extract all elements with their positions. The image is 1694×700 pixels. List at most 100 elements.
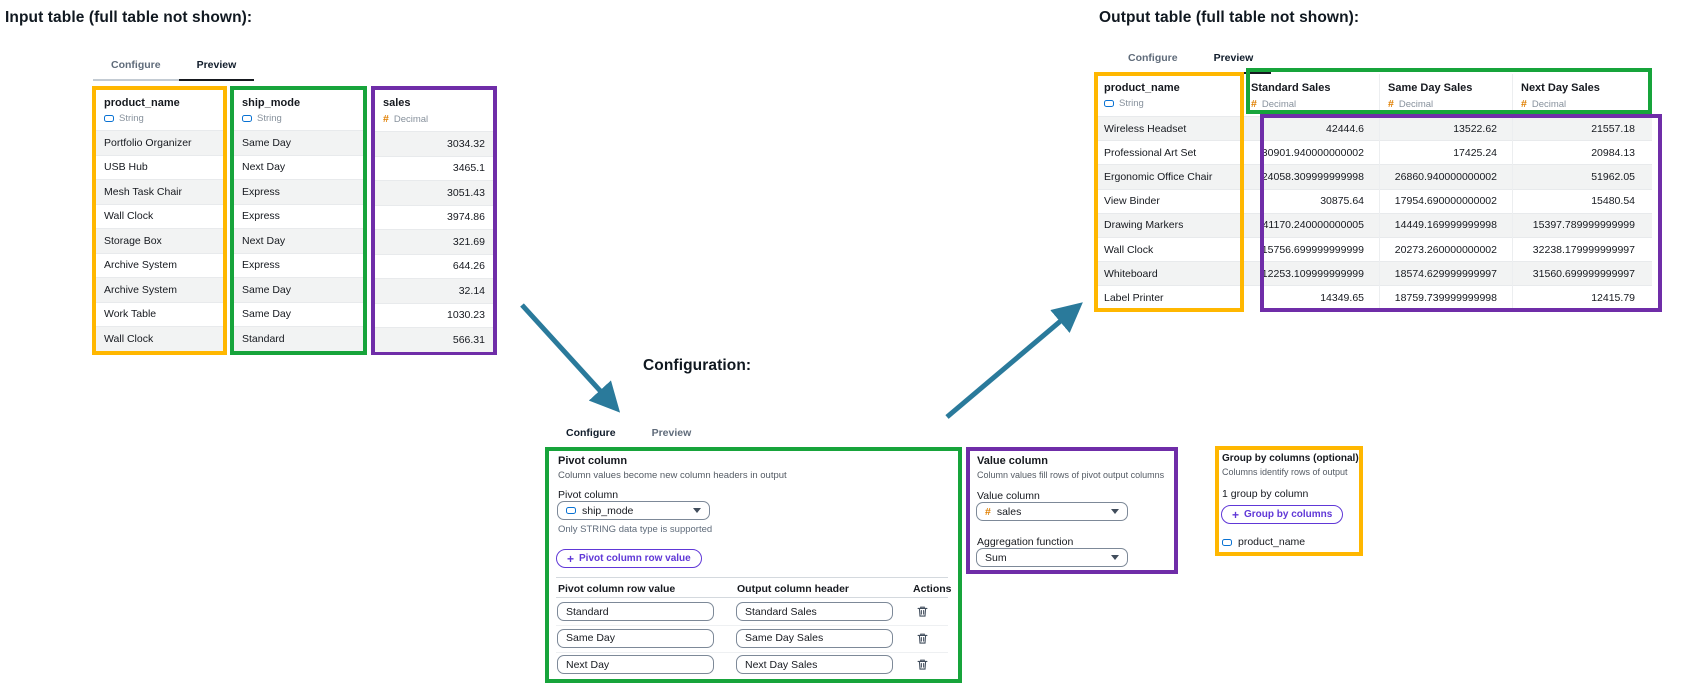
- column-header: sales Decimal: [375, 90, 493, 131]
- table-cell: Express: [234, 179, 363, 204]
- table-cell: Express: [234, 203, 363, 229]
- input-column-sales: sales Decimal 3034.32 3465.1 3051.43 397…: [371, 86, 497, 355]
- column-name: ship_mode: [242, 97, 301, 109]
- table-cell: 12253.109999999999: [1243, 261, 1379, 286]
- table-cell: Standard: [234, 326, 363, 351]
- trash-icon: [917, 606, 928, 617]
- add-pivot-row-button[interactable]: Pivot column row value: [556, 549, 702, 568]
- table-cell: 3974.86: [375, 204, 493, 230]
- input-column-product-name: product_name String Portfolio Organizer …: [92, 86, 227, 355]
- aggregation-function-select[interactable]: Sum: [976, 548, 1128, 567]
- table-cell: 41170.240000000005: [1243, 212, 1379, 237]
- table-cell: 3051.43: [375, 180, 493, 205]
- table-cell: Whiteboard: [1096, 261, 1242, 286]
- table-cell: Next Day: [234, 228, 363, 253]
- table-cell: Wireless Headset: [1096, 116, 1242, 141]
- output-column-same-day-sales: Same Day Sales Decimal 13522.62 17425.24…: [1379, 74, 1512, 310]
- table-cell: View Binder: [1096, 188, 1242, 213]
- tab-configure[interactable]: Configure: [548, 420, 634, 449]
- arrow-input-to-config: [520, 303, 621, 413]
- column-header-output-header: Output column header: [737, 583, 850, 595]
- table-cell: Label Printer: [1096, 285, 1242, 309]
- add-group-by-button[interactable]: Group by columns: [1221, 505, 1344, 524]
- group-by-column-chip: product_name: [1222, 536, 1305, 548]
- table-cell: 17954.690000000002: [1380, 188, 1512, 213]
- table-cell: 51962.05: [1513, 164, 1652, 189]
- table-cell: 644.26: [375, 253, 493, 279]
- table-cell: Archive System: [96, 252, 223, 278]
- table-cell: Drawing Markers: [1096, 212, 1242, 237]
- column-name: product_name: [104, 97, 180, 109]
- table-cell: Same Day: [234, 277, 363, 302]
- tab-preview[interactable]: Preview: [633, 420, 710, 449]
- row-divider: [556, 652, 948, 653]
- table-cell: 20273.260000000002: [1380, 236, 1512, 261]
- tab-configure[interactable]: Configure: [1110, 45, 1196, 74]
- delete-row-button[interactable]: [916, 632, 929, 645]
- delete-row-button[interactable]: [916, 605, 929, 618]
- chevron-down-icon: [1111, 555, 1119, 560]
- pivot-column-select[interactable]: ship_mode: [557, 501, 710, 520]
- decimal-type-icon: [985, 506, 991, 518]
- button-label: Pivot column row value: [579, 553, 691, 564]
- table-cell: Work Table: [96, 301, 223, 327]
- column-type-label: Decimal: [1398, 98, 1434, 110]
- value-column-select[interactable]: sales: [976, 502, 1128, 521]
- output-header-input[interactable]: [736, 602, 893, 621]
- table-cell: Express: [234, 252, 363, 278]
- table-cell: 17425.24: [1380, 140, 1512, 164]
- pivot-row-value-input[interactable]: [557, 628, 714, 648]
- column-type-label: Decimal: [1531, 98, 1567, 110]
- pivot-section-description: Column values become new column headers …: [558, 470, 787, 481]
- divider: [556, 597, 948, 598]
- table-cell: Wall Clock: [96, 203, 223, 229]
- divider: [556, 577, 948, 578]
- pivot-row-value-input[interactable]: [557, 602, 714, 621]
- table-cell: 321.69: [375, 229, 493, 254]
- value-column-label: Value column: [977, 490, 1040, 502]
- pivot-helper-text: Only STRING data type is supported: [558, 524, 713, 535]
- table-cell: Storage Box: [96, 228, 223, 253]
- decimal-type-icon: [1388, 98, 1394, 110]
- tab-configure[interactable]: Configure: [93, 52, 179, 81]
- column-cells: Portfolio Organizer USB Hub Mesh Task Ch…: [96, 130, 223, 351]
- selected-value: Sum: [985, 551, 1007, 564]
- plus-icon: [1232, 508, 1239, 522]
- table-cell: Professional Art Set: [1096, 140, 1242, 164]
- table-cell: 26860.940000000002: [1380, 164, 1512, 189]
- group-by-section: [1215, 446, 1363, 556]
- column-name: sales: [383, 97, 411, 109]
- table-cell: Same Day: [234, 301, 363, 327]
- table-cell: 18574.629999999997: [1380, 261, 1512, 286]
- chevron-down-icon: [1111, 509, 1119, 514]
- delete-row-button[interactable]: [916, 658, 929, 671]
- group-by-count: 1 group by column: [1222, 488, 1309, 500]
- output-header-input[interactable]: [736, 655, 893, 674]
- table-cell: 21557.18: [1513, 116, 1652, 141]
- column-header-row-value: Pivot column row value: [558, 583, 676, 595]
- table-cell: 42444.6: [1243, 116, 1379, 141]
- table-cell: 14349.65: [1243, 285, 1379, 309]
- output-column-product-name: product_name String Wireless Headset Pro…: [1096, 74, 1242, 310]
- string-type-icon: [1104, 100, 1114, 107]
- table-cell: 3465.1: [375, 155, 493, 181]
- column-cells: 3034.32 3465.1 3051.43 3974.86 321.69 64…: [375, 131, 493, 352]
- table-cell: 14449.169999999998: [1380, 212, 1512, 237]
- table-cell: 32238.179999999997: [1513, 236, 1652, 261]
- plus-icon: [567, 552, 574, 566]
- decimal-type-icon: [1251, 98, 1257, 110]
- pivot-row-value-input[interactable]: [557, 655, 714, 674]
- column-cells: Same Day Next Day Express Express Next D…: [234, 130, 363, 351]
- column-name: Standard Sales: [1251, 82, 1331, 94]
- column-type-label: String: [1119, 98, 1144, 109]
- column-name: product_name: [1104, 82, 1180, 94]
- tab-preview[interactable]: Preview: [178, 52, 255, 81]
- pivot-section-title: Pivot column: [558, 455, 628, 467]
- tab-preview[interactable]: Preview: [1195, 45, 1272, 74]
- column-header: product_name String: [96, 90, 223, 130]
- output-header-input[interactable]: [736, 628, 893, 648]
- button-label: Group by columns: [1244, 509, 1333, 520]
- pivot-column-label: Pivot column: [558, 489, 619, 501]
- output-table: product_name String Wireless Headset Pro…: [1096, 74, 1652, 310]
- input-panel-tabs: Configure Preview: [93, 52, 255, 81]
